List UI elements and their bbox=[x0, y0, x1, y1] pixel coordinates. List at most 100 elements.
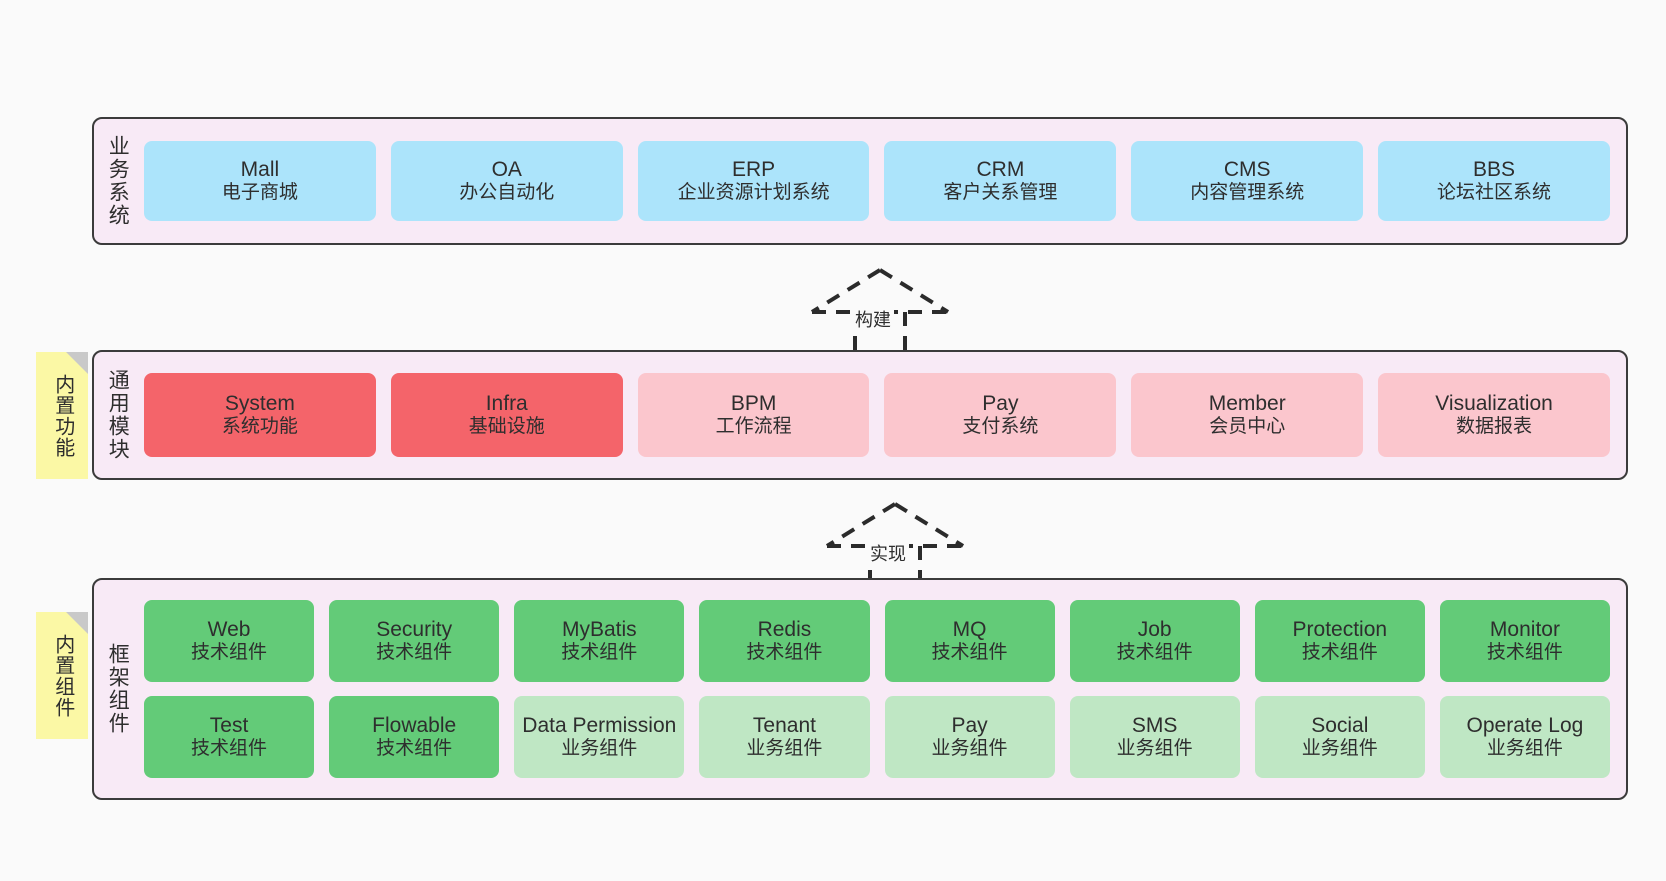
card-title: Pay bbox=[982, 392, 1019, 415]
card-system[interactable]: System 系统功能 bbox=[144, 373, 376, 457]
card-subtitle: 论坛社区系统 bbox=[1437, 182, 1552, 204]
card-title: SMS bbox=[1131, 714, 1178, 737]
card-subtitle: 支付系统 bbox=[962, 416, 1039, 438]
card-pay-module[interactable]: Pay 支付系统 bbox=[884, 373, 1117, 457]
card-subtitle: 系统功能 bbox=[221, 416, 298, 438]
card-title: MyBatis bbox=[561, 618, 637, 641]
note-text: 内置组件 bbox=[51, 633, 74, 718]
card-test[interactable]: Test 技术组件 bbox=[144, 696, 315, 778]
connector-label-implement: 实现 bbox=[867, 540, 909, 566]
card-title: Flowable bbox=[372, 714, 457, 737]
layer-title-common-modules: 通用模块 bbox=[106, 369, 130, 461]
card-monitor[interactable]: Monitor 技术组件 bbox=[1439, 600, 1610, 682]
card-subtitle: 业务组件 bbox=[1486, 738, 1563, 760]
card-subtitle: 技术组件 bbox=[746, 642, 823, 664]
layer-body-framework-components: Web 技术组件 Security 技术组件 MyBatis 技术组件 Redi… bbox=[140, 580, 1626, 798]
card-title: Member bbox=[1208, 392, 1286, 415]
card-cms[interactable]: CMS 内容管理系统 bbox=[1131, 141, 1364, 221]
layer-body-common-modules: System 系统功能 Infra 基础设施 BPM 工作流程 Pay 支付系统… bbox=[140, 352, 1626, 478]
card-erp[interactable]: ERP 企业资源计划系统 bbox=[637, 141, 870, 221]
card-sms[interactable]: SMS 业务组件 bbox=[1069, 696, 1240, 778]
card-row: Test 技术组件 Flowable 技术组件 Data Permission … bbox=[144, 696, 1610, 778]
card-subtitle: 技术组件 bbox=[191, 642, 268, 664]
card-subtitle: 技术组件 bbox=[191, 738, 268, 760]
card-title: Redis bbox=[757, 618, 812, 641]
card-row: Web 技术组件 Security 技术组件 MyBatis 技术组件 Redi… bbox=[144, 600, 1610, 682]
card-title: Test bbox=[209, 714, 249, 737]
card-title: System bbox=[224, 392, 295, 415]
card-mybatis[interactable]: MyBatis 技术组件 bbox=[514, 600, 685, 682]
card-flowable[interactable]: Flowable 技术组件 bbox=[329, 696, 500, 778]
card-subtitle: 技术组件 bbox=[1486, 642, 1563, 664]
card-subtitle: 技术组件 bbox=[561, 642, 638, 664]
card-security[interactable]: Security 技术组件 bbox=[329, 600, 500, 682]
card-crm[interactable]: CRM 客户关系管理 bbox=[884, 141, 1117, 221]
card-title: CMS bbox=[1223, 158, 1271, 181]
card-mall[interactable]: Mall 电子商城 bbox=[144, 141, 376, 221]
card-infra[interactable]: Infra 基础设施 bbox=[390, 373, 623, 457]
card-title: BPM bbox=[730, 392, 777, 415]
note-text: 内置功能 bbox=[51, 373, 74, 458]
card-title: Tenant bbox=[752, 714, 816, 737]
card-web[interactable]: Web 技术组件 bbox=[144, 600, 315, 682]
card-title: Visualization bbox=[1435, 392, 1553, 415]
card-subtitle: 业务组件 bbox=[561, 738, 638, 760]
card-title: ERP bbox=[731, 158, 776, 181]
card-subtitle: 企业资源计划系统 bbox=[677, 182, 830, 204]
card-title: OA bbox=[491, 158, 522, 181]
card-member[interactable]: Member 会员中心 bbox=[1131, 373, 1364, 457]
card-operate-log[interactable]: Operate Log 业务组件 bbox=[1439, 696, 1610, 778]
connector-label-build: 构建 bbox=[852, 306, 894, 332]
card-pay-component[interactable]: Pay 业务组件 bbox=[884, 696, 1055, 778]
note-builtin-functions: 内置功能 bbox=[36, 352, 88, 479]
card-tenant[interactable]: Tenant 业务组件 bbox=[699, 696, 870, 778]
connector-implement: 实现 bbox=[815, 500, 975, 590]
card-title: BBS bbox=[1473, 158, 1516, 181]
card-title: Job bbox=[1137, 618, 1172, 641]
card-title: Security bbox=[376, 618, 453, 641]
card-subtitle: 技术组件 bbox=[376, 642, 453, 664]
layer-framework-components: 框架组件 Web 技术组件 Security 技术组件 MyBatis 技术组件… bbox=[92, 578, 1628, 800]
card-subtitle: 技术组件 bbox=[1116, 642, 1193, 664]
card-title: Web bbox=[207, 618, 251, 641]
card-subtitle: 业务组件 bbox=[1301, 738, 1378, 760]
note-builtin-components: 内置组件 bbox=[36, 612, 88, 739]
card-title: CRM bbox=[976, 158, 1025, 181]
card-subtitle: 工作流程 bbox=[715, 416, 792, 438]
card-subtitle: 数据报表 bbox=[1456, 416, 1533, 438]
connector-build: 构建 bbox=[800, 266, 960, 356]
layer-body-business-systems: Mall 电子商城 OA 办公自动化 ERP 企业资源计划系统 CRM 客户关系… bbox=[140, 119, 1626, 243]
card-job[interactable]: Job 技术组件 bbox=[1069, 600, 1240, 682]
card-title: Operate Log bbox=[1466, 714, 1584, 737]
card-visualization[interactable]: Visualization 数据报表 bbox=[1378, 373, 1610, 457]
card-title: MQ bbox=[952, 618, 987, 641]
card-protection[interactable]: Protection 技术组件 bbox=[1254, 600, 1425, 682]
card-subtitle: 办公自动化 bbox=[459, 182, 555, 204]
layer-title-framework-components: 框架组件 bbox=[106, 643, 130, 735]
card-subtitle: 技术组件 bbox=[376, 738, 453, 760]
card-redis[interactable]: Redis 技术组件 bbox=[699, 600, 870, 682]
card-subtitle: 基础设施 bbox=[468, 416, 545, 438]
layer-title-business-systems: 业务系统 bbox=[106, 135, 130, 227]
card-subtitle: 技术组件 bbox=[931, 642, 1008, 664]
card-oa[interactable]: OA 办公自动化 bbox=[390, 141, 623, 221]
card-data-permission[interactable]: Data Permission 业务组件 bbox=[514, 696, 685, 778]
card-social[interactable]: Social 业务组件 bbox=[1254, 696, 1425, 778]
card-subtitle: 会员中心 bbox=[1209, 416, 1286, 438]
card-subtitle: 业务组件 bbox=[1116, 738, 1193, 760]
layer-business-systems: 业务系统 Mall 电子商城 OA 办公自动化 ERP 企业资源计划系统 CRM… bbox=[92, 117, 1628, 245]
layer-common-modules: 通用模块 System 系统功能 Infra 基础设施 BPM 工作流程 Pay… bbox=[92, 350, 1628, 480]
card-subtitle: 电子商城 bbox=[221, 182, 298, 204]
card-title: Infra bbox=[485, 392, 528, 415]
card-bpm[interactable]: BPM 工作流程 bbox=[637, 373, 870, 457]
card-title: Monitor bbox=[1489, 618, 1560, 641]
card-mq[interactable]: MQ 技术组件 bbox=[884, 600, 1055, 682]
card-subtitle: 客户关系管理 bbox=[943, 182, 1058, 204]
card-subtitle: 业务组件 bbox=[931, 738, 1008, 760]
card-title: Mall bbox=[240, 158, 280, 181]
card-title: Protection bbox=[1292, 618, 1388, 641]
card-bbs[interactable]: BBS 论坛社区系统 bbox=[1378, 141, 1610, 221]
card-subtitle: 业务组件 bbox=[746, 738, 823, 760]
card-row: Mall 电子商城 OA 办公自动化 ERP 企业资源计划系统 CRM 客户关系… bbox=[144, 141, 1610, 221]
